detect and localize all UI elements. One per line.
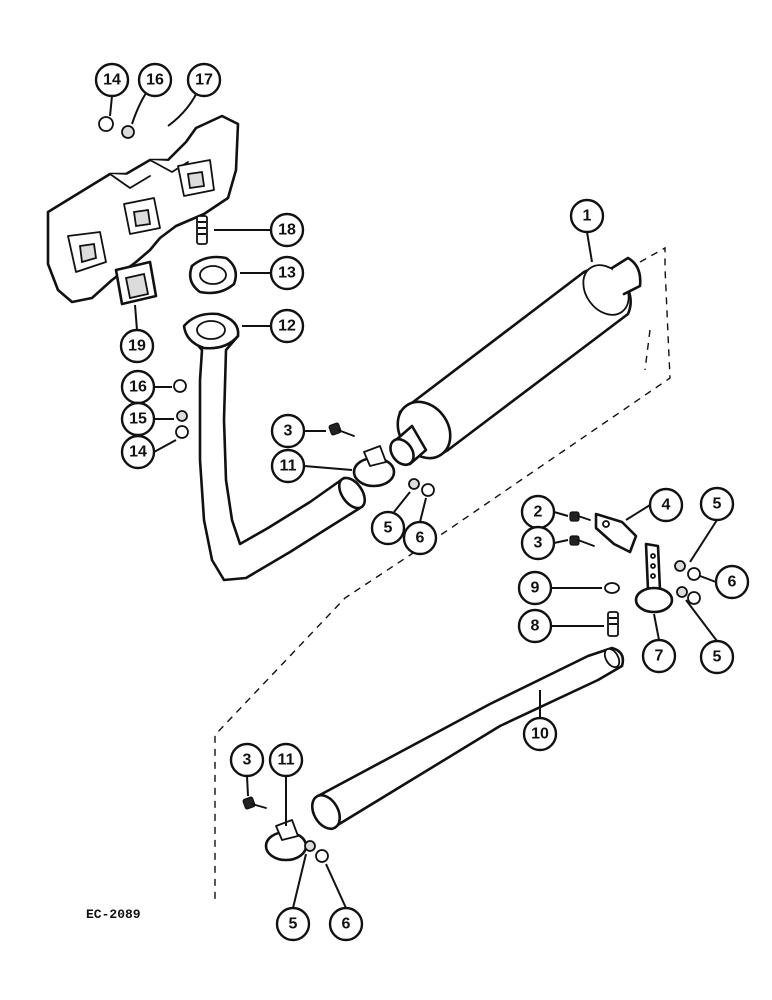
svg-text:5: 5 — [713, 496, 722, 513]
svg-text:5: 5 — [384, 520, 393, 537]
svg-text:16: 16 — [146, 72, 164, 89]
callout-16-top: 16 — [137, 62, 173, 98]
callout-10: 10 — [522, 716, 558, 752]
callout-14-top: 14 — [94, 62, 130, 98]
callout-6-right: 6 — [714, 564, 750, 600]
flange-gasket — [188, 255, 238, 295]
callout-5-right-top: 5 — [699, 486, 735, 522]
callout-9: 9 — [517, 570, 553, 606]
svg-text:17: 17 — [195, 72, 213, 89]
svg-text:19: 19 — [128, 338, 146, 355]
reference-code: EC-2089 — [86, 907, 141, 922]
bolts-right — [569, 511, 595, 547]
bracket — [594, 512, 638, 554]
svg-text:3: 3 — [243, 752, 252, 769]
callout-12: 12 — [269, 308, 305, 344]
callout-18: 18 — [269, 212, 305, 248]
bolt-lower — [242, 796, 267, 810]
svg-text:9: 9 — [531, 580, 540, 597]
alignment-lines — [214, 246, 671, 900]
callout-7: 7 — [641, 638, 677, 674]
callout-6-lower: 6 — [328, 906, 364, 942]
clamp-lower — [264, 819, 308, 862]
bolt-upper — [328, 422, 355, 437]
svg-text:11: 11 — [280, 458, 297, 475]
callout-15: 15 — [120, 401, 156, 437]
exhaust-manifold — [46, 114, 240, 304]
svg-text:6: 6 — [342, 916, 351, 933]
svg-text:10: 10 — [531, 726, 549, 743]
nuts-lower — [304, 840, 329, 863]
strap-clamp — [634, 542, 674, 614]
svg-text:4: 4 — [662, 497, 671, 514]
stud — [196, 215, 208, 245]
callout-16-left: 16 — [120, 369, 156, 405]
svg-text:8: 8 — [531, 618, 540, 635]
washer-and-bolt — [604, 582, 620, 637]
muffler — [389, 256, 642, 467]
callout-3-upper: 3 — [270, 413, 306, 449]
svg-text:11: 11 — [278, 752, 295, 769]
manifold-gasket — [114, 260, 158, 306]
svg-text:6: 6 — [728, 574, 737, 591]
svg-text:5: 5 — [289, 916, 298, 933]
nuts-left — [173, 379, 189, 439]
svg-text:15: 15 — [129, 411, 147, 428]
callout-8: 8 — [517, 608, 553, 644]
callout-14-left: 14 — [120, 434, 156, 470]
callout-5-upper: 5 — [370, 510, 406, 546]
callout-11-lower: 11 — [268, 742, 304, 778]
svg-text:3: 3 — [534, 535, 543, 552]
svg-text:5: 5 — [713, 649, 722, 666]
nuts-upper — [408, 478, 435, 497]
svg-text:18: 18 — [278, 222, 296, 239]
callout-2: 2 — [520, 494, 556, 530]
svg-text:16: 16 — [129, 379, 147, 396]
callout-5-lower: 5 — [275, 906, 311, 942]
callout-17: 17 — [186, 62, 222, 98]
nuts-right — [674, 560, 701, 605]
svg-text:14: 14 — [103, 72, 121, 89]
callout-3-lower: 3 — [229, 742, 265, 778]
callout-19: 19 — [119, 328, 155, 364]
callout-1: 1 — [569, 198, 605, 234]
callout-11-upper: 11 — [270, 448, 306, 484]
callouts: 14 16 17 18 13 12 19 16 15 14 3 11 5 6 1… — [94, 62, 750, 942]
callout-3-right: 3 — [520, 525, 556, 561]
clamp-upper — [352, 445, 396, 488]
tail-pipe — [310, 646, 625, 831]
callout-6-upper: 6 — [402, 520, 438, 556]
svg-text:7: 7 — [655, 648, 664, 665]
svg-text:13: 13 — [278, 265, 296, 282]
svg-text:2: 2 — [534, 504, 543, 521]
svg-text:3: 3 — [284, 423, 293, 440]
callout-4: 4 — [648, 487, 684, 523]
svg-text:1: 1 — [583, 208, 592, 225]
svg-text:14: 14 — [129, 444, 147, 461]
svg-text:12: 12 — [278, 318, 296, 335]
nuts-top — [98, 116, 135, 139]
exhaust-pipe — [182, 312, 367, 582]
callout-13: 13 — [269, 255, 305, 291]
leader-lines — [109, 85, 718, 909]
svg-text:6: 6 — [416, 530, 425, 547]
callout-5-right-bottom: 5 — [699, 639, 735, 675]
